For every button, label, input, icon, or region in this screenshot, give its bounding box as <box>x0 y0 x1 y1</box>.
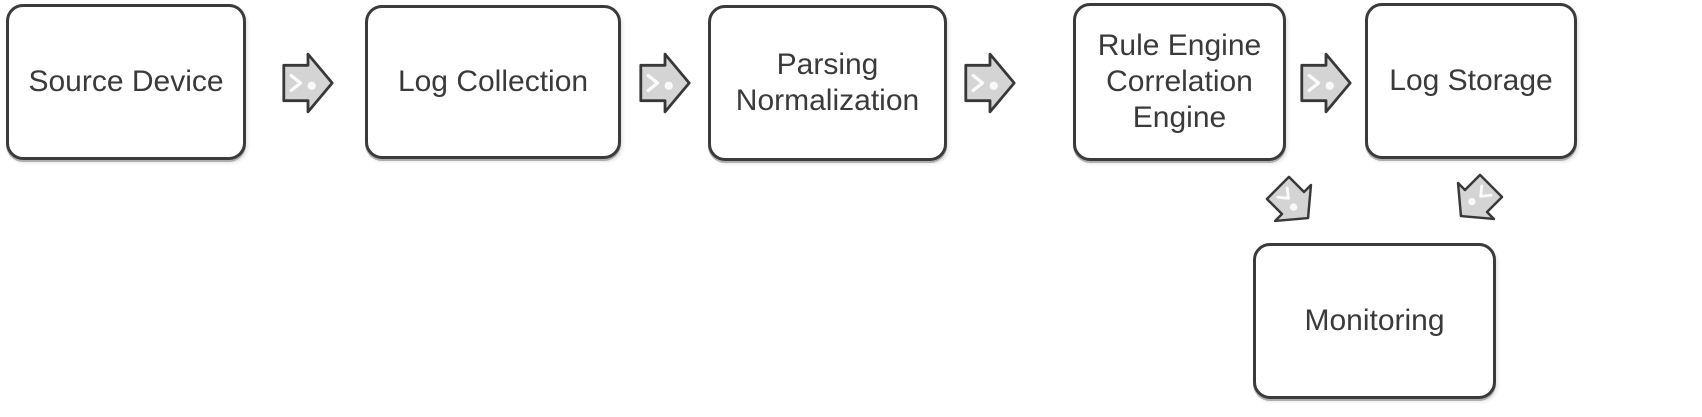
block-arrow-right-icon <box>282 52 334 114</box>
node-rule-engine: Rule Engine Correlation Engine <box>1073 3 1286 161</box>
block-arrow-down-left-icon <box>1456 173 1504 221</box>
connector-storage-to-monitoring <box>1438 163 1514 239</box>
node-source-device: Source Device <box>6 4 246 160</box>
node-log-storage-label: Log Storage <box>1389 64 1553 97</box>
node-parsing-normalization-label: Parsing Normalization <box>735 48 920 117</box>
node-log-storage: Log Storage <box>1365 3 1577 159</box>
connector-rule-engine-to-monitoring <box>1255 165 1331 241</box>
connector-parsing-to-rule-engine <box>963 49 1017 117</box>
node-monitoring-label: Monitoring <box>1304 304 1445 337</box>
node-monitoring: Monitoring <box>1253 243 1496 399</box>
connector-collection-to-parsing <box>638 49 692 117</box>
block-arrow-right-icon <box>964 52 1016 114</box>
connector-source-to-collection <box>281 49 335 117</box>
node-log-collection-label: Log Collection <box>397 65 589 98</box>
node-source-device-label: Source Device <box>28 65 224 98</box>
connector-rule-engine-to-storage <box>1299 49 1353 117</box>
block-arrow-right-icon <box>639 52 691 114</box>
node-parsing-normalization: Parsing Normalization <box>708 5 947 161</box>
node-rule-engine-label: Rule Engine Correlation Engine <box>1097 29 1262 134</box>
node-log-collection: Log Collection <box>365 5 621 159</box>
block-arrow-down-right-icon <box>1265 175 1313 223</box>
block-arrow-right-icon <box>1300 52 1352 114</box>
